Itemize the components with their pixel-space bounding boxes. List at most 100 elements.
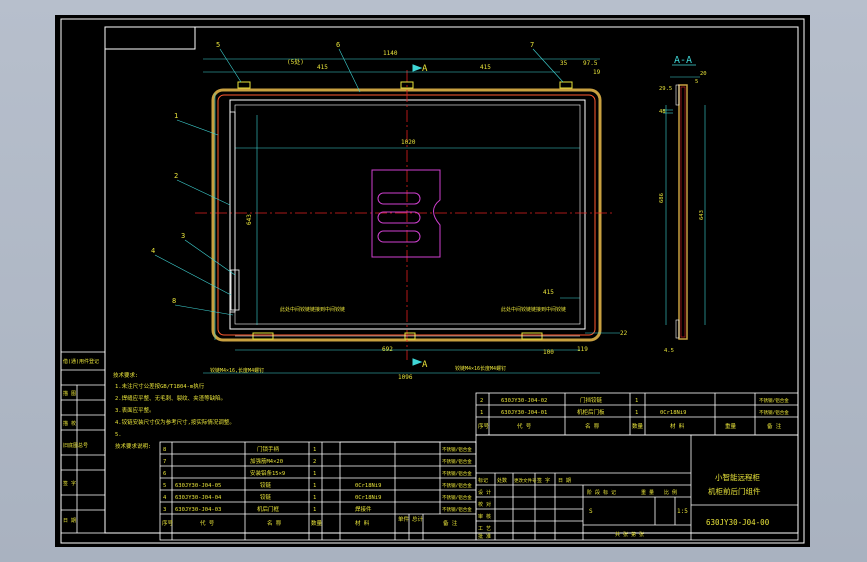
bom-r-r0-name: 门挡铰链	[580, 396, 603, 404]
bom-l-r4-name: 铰链	[260, 493, 272, 501]
tb-title-2: 机柜前后门组件	[708, 486, 761, 496]
top-hinges	[237, 81, 573, 89]
bom-r-r0-note: 不锈钢/铝合金	[759, 397, 789, 404]
bom-r-h-note: 备 注	[767, 422, 782, 430]
bom-l-r2-name: 安装铝条15×9	[250, 469, 285, 477]
bom-l-r1-note: 不锈钢/铝合金	[442, 458, 472, 465]
left-block-row-5: 旧底图总号	[63, 442, 88, 449]
aa-dim-4-5: 4.5	[664, 348, 674, 354]
dim-top-right: 415	[480, 64, 491, 71]
tb-ratio: 比 例	[664, 489, 677, 496]
bom-right-texts: 2 630JY30-J04-02 门挡铰链 1 不锈钢/铝合金 1 630JY3…	[478, 396, 789, 430]
bom-l-r5-note: 不锈钢/铝合金	[442, 506, 472, 513]
dim-hole-label: (5处)	[287, 58, 304, 66]
aa-dim-686: 686	[659, 193, 665, 203]
section-arrows	[412, 64, 423, 366]
dim-bot-22: 22	[620, 330, 628, 337]
req-line-2: 2.焊缝应平整、无毛刺、裂纹、夹渣等缺陷。	[115, 394, 226, 402]
bom-l-r0-note: 不锈钢/铝合金	[442, 446, 472, 453]
bom-l-r0-no: 8	[163, 447, 166, 453]
balloon-8: 8	[172, 297, 176, 305]
bom-r-h-mat: 材 料	[670, 422, 685, 430]
bom-l-h-qty: 数量	[311, 519, 323, 527]
balloon-6: 6	[336, 41, 340, 49]
req-line-4: 4.铰链安装尺寸仅为参考尺寸,按实际情况调整。	[115, 418, 235, 426]
bom-l-r5-mat: 焊接件	[355, 505, 372, 513]
tb-date: 日 期	[558, 478, 571, 484]
tb-mark: 标记	[478, 477, 488, 484]
dim-bot-100: 100	[543, 349, 554, 356]
tb-count: 处数	[497, 477, 507, 484]
bom-r-h-code: 代 号	[517, 422, 532, 430]
tb-change: 更改文件号	[514, 477, 537, 484]
technical-requirements: 技术要求: 1.未注尺寸公差按GB/T1804-m执行 2.焊缝应平整、无毛刺、…	[113, 371, 235, 450]
title-block-grid	[475, 434, 799, 541]
bom-r-r1-qty: 1	[635, 410, 638, 416]
dim-top-r2: 97.5	[583, 60, 598, 67]
aa-dim-29-5: 29.5	[659, 86, 672, 92]
bom-l-r5-code: 630JY30-J04-03	[175, 507, 221, 513]
aa-dim-643: 643	[699, 210, 705, 220]
left-hinge-rail	[229, 111, 240, 313]
dim-bot-692: 692	[382, 346, 393, 353]
balloon-1: 1	[174, 112, 178, 120]
dim-top-left: 415	[317, 64, 328, 71]
bom-l-r2-no: 6	[163, 471, 166, 477]
left-block-row-3: 描 校	[63, 420, 76, 427]
bom-l-r5-name: 机后门框	[257, 505, 280, 513]
balloon-7: 7	[530, 41, 534, 49]
balloon-labels: 5 6 7 1 2 3 4 8	[151, 41, 534, 305]
leader-lines	[154, 48, 564, 316]
cad-viewport[interactable]: 5 6 7 1 2 3 4 8 1140 415 415 35 97.5 19 …	[55, 15, 810, 547]
bom-l-r3-no: 5	[163, 483, 166, 489]
bom-r-h-qty: 数量	[632, 422, 644, 430]
bom-l-r4-note: 不锈钢/铝合金	[442, 494, 472, 501]
bom-l-r1-qty: 2	[313, 459, 316, 465]
cad-drawing: 5 6 7 1 2 3 4 8 1140 415 415 35 97.5 19 …	[60, 18, 805, 544]
bom-r-h-name: 名 称	[585, 422, 600, 430]
tb-stage-s: S	[589, 508, 593, 515]
dim-inner-height: 643	[246, 214, 253, 225]
dimension-lines	[203, 58, 620, 374]
bom-l-h-code: 代 号	[200, 519, 215, 527]
section-mark-top: A	[422, 64, 428, 74]
section-title: A-A	[674, 55, 692, 66]
note-left: 此处中间铰链链接到中间铰链	[280, 306, 345, 313]
dim-bot-total: 1096	[398, 374, 413, 381]
bom-r-r1-code: 630JY30-J04-01	[501, 410, 547, 416]
balloon-3: 3	[181, 232, 185, 240]
bom-l-r0-name: 门锁手柄	[257, 445, 280, 453]
dim-bot-119: 119	[577, 346, 588, 353]
bom-l-r5-qty: 1	[313, 507, 316, 513]
lock-plate	[371, 169, 441, 258]
drawing-frame	[60, 18, 805, 544]
bottom-hinge-rail	[235, 332, 580, 340]
bom-l-r1-name: 加强筋M4×20	[250, 457, 283, 465]
dimension-texts: 1140 415 415 35 97.5 19 (5处) 1020 643 41…	[246, 50, 628, 381]
bom-r-h-no: 序号	[478, 422, 490, 430]
title-block-texts: 标记 处数 更改文件号 签 字 日 期 设 计 校 对 审 核 工 艺 批 准 …	[478, 472, 770, 540]
bom-r-r1-name: 机柜后门板	[577, 408, 605, 416]
tb-scale: 1:5	[677, 508, 688, 515]
left-block-row-1: 描 图	[63, 390, 76, 397]
left-block-title: 借(通)用件登记	[63, 358, 99, 365]
bom-l-r3-code: 630JY30-J04-05	[175, 483, 221, 489]
bom-r-r1-no: 1	[480, 410, 483, 416]
bom-l-r3-mat: 0Cr18Ni9	[355, 483, 382, 489]
req-line-6: 技术要求说明:	[115, 442, 151, 450]
dim-top-total: 1140	[383, 50, 398, 57]
tb-sign: 签 字	[537, 477, 550, 484]
bom-r-r1-note: 不锈钢/铝合金	[759, 409, 789, 416]
tb-design: 设 计	[478, 489, 491, 496]
req-title: 技术要求:	[113, 371, 138, 379]
tb-review: 审 核	[478, 513, 491, 520]
bom-r-r1-mat: 0Cr18Ni9	[660, 410, 687, 416]
bom-l-r3-note: 不锈钢/铝合金	[442, 482, 472, 489]
aa-dim-48: 48	[659, 109, 666, 115]
bom-l-r3-qty: 1	[313, 483, 316, 489]
req-line-5: 5.	[115, 432, 122, 438]
bom-r-r0-qty: 1	[635, 398, 638, 404]
left-block-row-8: 日 期	[63, 518, 76, 524]
bom-l-r2-note: 不锈钢/铝合金	[442, 470, 472, 477]
aa-dim-5: 5	[695, 79, 698, 85]
